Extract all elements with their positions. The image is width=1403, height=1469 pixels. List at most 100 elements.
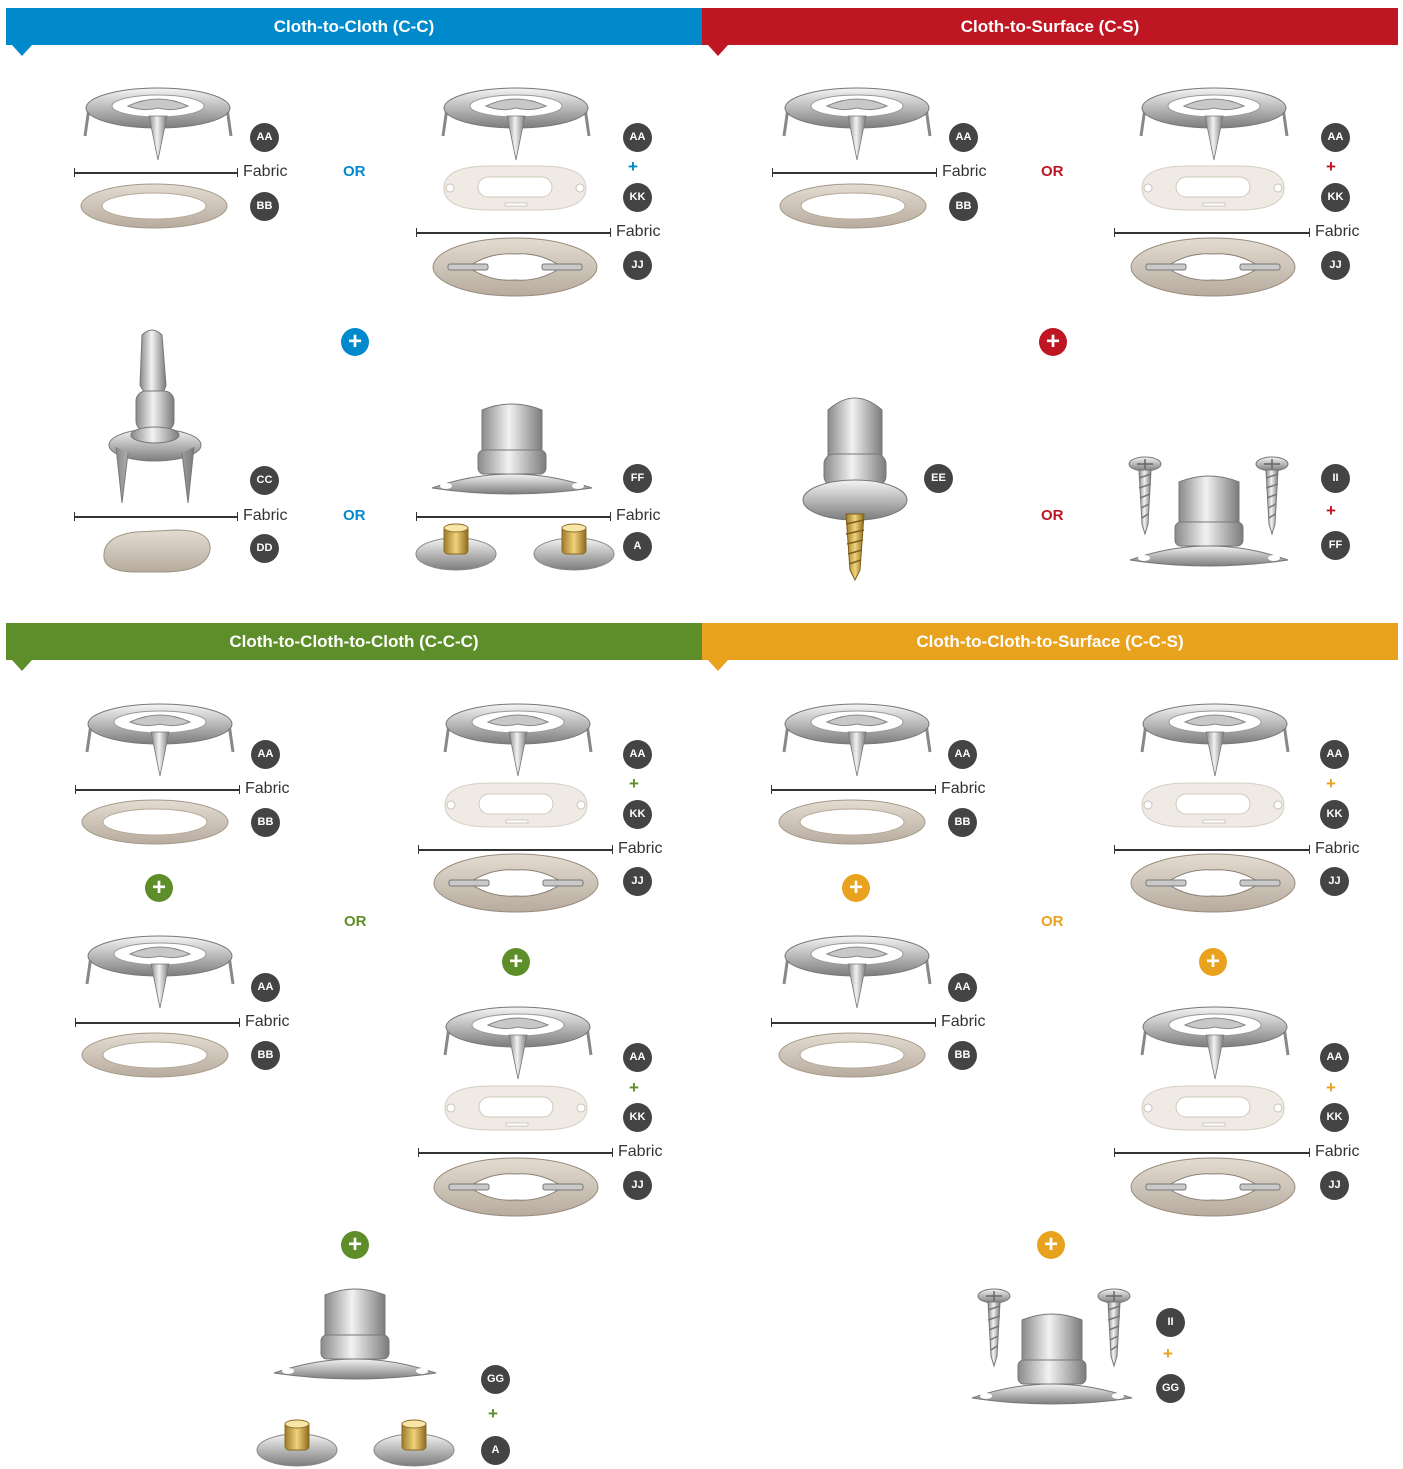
washer-icon [79,182,229,230]
stud-icon [1120,472,1298,572]
part-label-ff: FF [623,464,652,493]
plus-sign: + [1326,158,1336,175]
section-header-notch [12,660,32,671]
or-label: OR [1041,507,1064,524]
fabric-label: Fabric [245,780,289,798]
plate-icon [1128,777,1298,833]
rivet-icon [372,1418,456,1468]
stud-icon [422,400,602,500]
oval-plate-icon [431,1156,601,1218]
section-header: Cloth-to-Cloth-to-Surface (C-C-S) [702,623,1398,660]
part-label-jj: JJ [623,1171,652,1200]
screw-stud-icon [800,392,910,582]
stud-icon [264,1285,446,1385]
fabric-label: Fabric [941,1013,985,1031]
fabric-label: Fabric [243,507,287,525]
plus-sign: + [1326,1079,1336,1096]
section-header-notch [708,45,728,56]
part-label-ii: II [1321,464,1350,493]
part-label-aa: AA [250,123,279,152]
fabric-label: Fabric [618,1143,662,1161]
part-label-kk: KK [623,1103,652,1132]
section-header-notch [12,45,32,56]
part-label-aa: AA [948,973,977,1002]
plus-sign: + [1326,502,1336,519]
rivet-icon [532,522,616,572]
part-label-jj: JJ [623,251,652,280]
plate-icon [1128,160,1298,216]
fabric-label: Fabric [616,507,660,525]
fabric-line: Fabric [772,163,937,183]
part-label-bb: BB [250,192,279,221]
part-label-dd: DD [250,534,279,563]
plus-circle: + [1037,1231,1065,1259]
washer-icon [777,1031,927,1079]
washer-icon [778,182,928,230]
plate-icon [431,1080,601,1136]
eyelet-icon [1139,84,1289,164]
fabric-label: Fabric [1315,223,1359,241]
part-label-aa: AA [949,123,978,152]
part-label-aa: AA [1320,1043,1349,1072]
part-label-gg: GG [1156,1374,1185,1403]
plus-circle: + [1039,328,1067,356]
fabric-label: Fabric [1315,840,1359,858]
fabric-line: Fabric [75,1013,240,1033]
fabric-label: Fabric [616,223,660,241]
fabric-label: Fabric [942,163,986,181]
part-label-bb: BB [948,808,977,837]
fabric-label: Fabric [245,1013,289,1031]
part-label-ii: II [1156,1308,1185,1337]
part-label-bb: BB [251,808,280,837]
plus-sign: + [488,1405,498,1422]
part-label-bb: BB [949,192,978,221]
section-header: Cloth-to-Cloth (C-C) [6,8,702,45]
part-label-cc: CC [250,466,279,495]
or-label: OR [1041,163,1064,180]
part-label-ff: FF [1321,531,1350,560]
fabric-label: Fabric [618,840,662,858]
eyelet-icon [85,932,235,1012]
fabric-line: Fabric [771,780,936,800]
fabric-label: Fabric [243,163,287,181]
plus-sign: + [1163,1345,1173,1362]
washer-icon [777,798,927,846]
part-label-kk: KK [1320,800,1349,829]
oval-plate-icon [1128,852,1298,914]
part-label-kk: KK [623,800,652,829]
part-label-bb: BB [948,1041,977,1070]
rivet-icon [255,1418,339,1468]
eyelet-icon [782,932,932,1012]
plus-sign: + [1326,775,1336,792]
plus-circle: + [1199,948,1227,976]
part-label-jj: JJ [1320,867,1349,896]
part-label-aa: AA [251,973,280,1002]
washer-icon [80,798,230,846]
part-label-aa: AA [1321,123,1350,152]
plate-icon [431,777,601,833]
or-label: OR [343,163,366,180]
fabric-line: Fabric [74,163,238,183]
eyelet-icon [443,1003,593,1083]
washer-icon [80,1031,230,1079]
fabric-label: Fabric [941,780,985,798]
eyelet-icon [1140,1003,1290,1083]
backing-plate-icon [96,522,216,576]
fabric-line: Fabric [75,780,240,800]
plus-circle: + [341,1231,369,1259]
part-label-ee: EE [924,464,953,493]
stud-icon [962,1310,1142,1410]
eyelet-icon [441,84,591,164]
part-label-jj: JJ [1320,1171,1349,1200]
or-label: OR [343,507,366,524]
eyelet-icon [782,700,932,780]
part-label-kk: KK [623,183,652,212]
plus-circle: + [341,328,369,356]
fabric-line: Fabric [771,1013,936,1033]
part-label-aa: AA [948,740,977,769]
part-label-aa: AA [623,1043,652,1072]
part-label-a: A [481,1436,510,1465]
part-label-gg: GG [481,1365,510,1394]
plate-icon [1128,1080,1298,1136]
eyelet-icon [83,84,233,164]
